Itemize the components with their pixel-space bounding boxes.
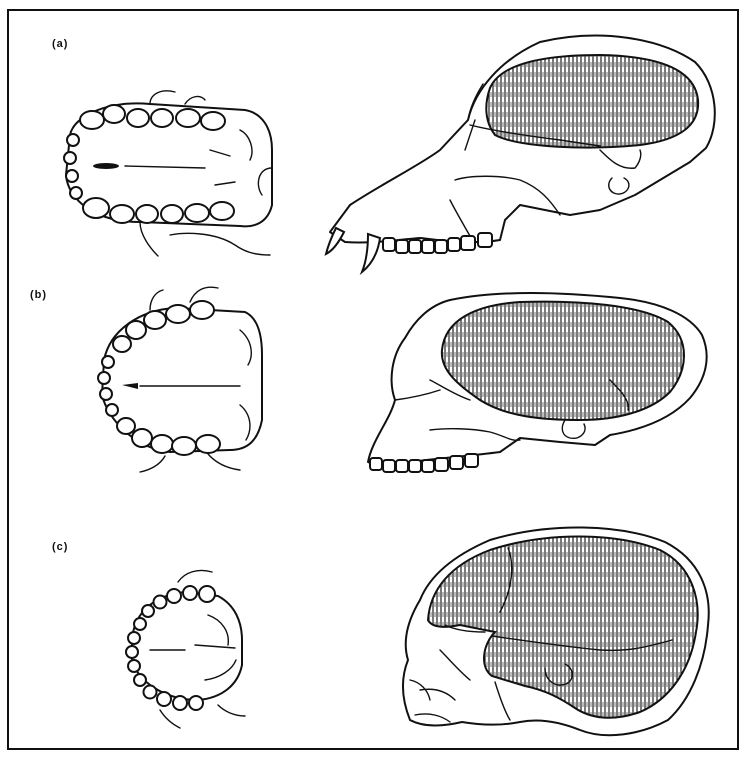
palate-a (64, 91, 272, 256)
palate-c (126, 570, 245, 728)
palate-b (98, 287, 262, 472)
skull-a (326, 36, 715, 272)
skull-b (368, 293, 707, 472)
skull-c (403, 527, 709, 735)
